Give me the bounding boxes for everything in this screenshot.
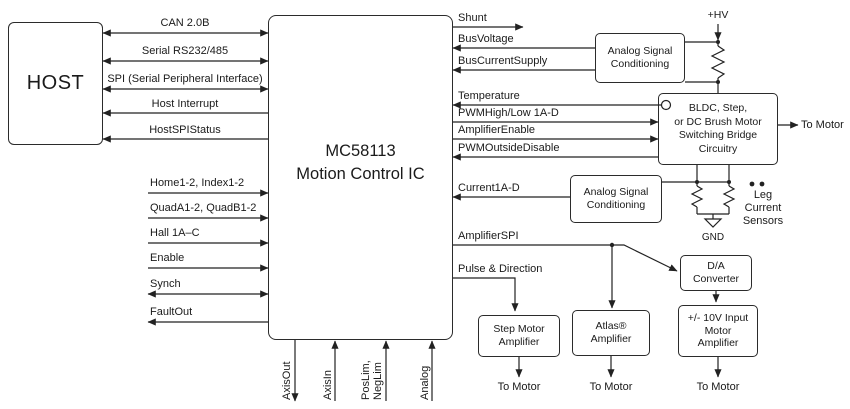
leg-current-sensor-wires	[662, 165, 736, 228]
signal-label-axisin: AxisIn	[322, 370, 334, 400]
step-motor-amplifier-block: Step Motor Amplifier	[478, 315, 560, 357]
ic-title: MC58113 Motion Control IC	[296, 141, 425, 183]
signal-label-home-index: Home1-2, Index1-2	[150, 177, 245, 189]
signal-label-spi: SPI (Serial Peripheral Interface)	[107, 73, 263, 85]
10v-input-motor-amplifier-block: +/- 10V Input Motor Amplifier	[678, 305, 758, 357]
dac-label: D/A Converter	[692, 259, 740, 286]
to-motor-label-atlas: To Motor	[589, 381, 633, 393]
signal-label-pulse-direction: Pulse & Direction	[458, 263, 543, 275]
leg-resistor-right	[722, 185, 736, 208]
leg-tap-dot-left	[695, 180, 699, 184]
step-amp-label: Step Motor Amplifier	[493, 322, 545, 349]
signal-label-serial: Serial RS232/485	[141, 45, 229, 57]
ground-symbol	[703, 218, 723, 228]
host-label: HOST	[26, 71, 85, 94]
signal-label-faultout: FaultOut	[150, 306, 193, 318]
hv-supply-wires	[685, 24, 726, 93]
signal-label-current1ad: Current1A-D	[458, 182, 520, 194]
leg-sensor-dot-1	[749, 181, 755, 187]
asc-mid-label: Analog Signal Conditioning	[583, 185, 649, 212]
signal-label-quad: QuadA1-2, QuadB1-2	[150, 202, 257, 214]
leg-tap-dot-right	[727, 180, 731, 184]
leg-sensor-dot-2	[759, 181, 765, 187]
signal-label-amplifierenable: AmplifierEnable	[458, 124, 536, 136]
leg-resistor-left	[690, 185, 704, 208]
signal-label-analog: Analog	[419, 365, 431, 400]
hv-tap-dot-bottom	[716, 80, 720, 84]
signal-label-host-interrupt: Host Interrupt	[151, 98, 219, 110]
switching-bridge-block: BLDC, Step, or DC Brush Motor Switching …	[658, 93, 778, 165]
asc-top-label: Analog Signal Conditioning	[607, 44, 673, 71]
signal-label-enable: Enable	[150, 252, 185, 264]
signal-label-pwmhighlow: PWMHigh/Low 1A-D	[458, 107, 559, 119]
signal-label-hall: Hall 1A–C	[150, 227, 200, 239]
signal-label-pwmoutsidedisable: PWMOutsideDisable	[458, 142, 560, 154]
gnd-label: GND	[701, 232, 725, 243]
v10-amp-label: +/- 10V Input Motor Amplifier	[687, 312, 749, 350]
atlas-amplifier-block: Atlas® Amplifier	[572, 310, 650, 356]
signal-label-synch: Synch	[150, 278, 181, 290]
shunt-resistor-symbol	[710, 45, 726, 79]
signal-label-busvoltage: BusVoltage	[458, 33, 514, 45]
signal-label-can: CAN 2.0B	[160, 17, 210, 29]
mc58113-ic-block: MC58113 Motion Control IC	[268, 15, 453, 340]
leg-current-sensors-label: Leg Current Sensors	[742, 189, 784, 227]
to-motor-label-v10: To Motor	[696, 381, 740, 393]
atlas-amp-label: Atlas® Amplifier	[590, 319, 632, 346]
analog-signal-conditioning-top-block: Analog Signal Conditioning	[595, 33, 685, 83]
to-motor-label-step: To Motor	[497, 381, 541, 393]
signal-label-amplifierspi: AmplifierSPI	[458, 230, 519, 242]
hv-tap-dot-top	[716, 40, 720, 44]
signal-label-poslim-neglim: PosLim, NegLim	[360, 360, 384, 400]
da-converter-block: D/A Converter	[680, 255, 752, 291]
signal-label-buscurrentsupply: BusCurrentSupply	[458, 55, 548, 67]
hv-label: +HV	[707, 9, 729, 21]
signal-label-axisout: AxisOut	[281, 361, 293, 400]
signal-label-shunt: Shunt	[458, 12, 487, 24]
amplifierspi-junction-dot	[609, 242, 615, 248]
signal-label-temperature: Temperature	[458, 90, 520, 102]
to-motor-label-bridge: To Motor	[801, 119, 844, 131]
analog-signal-conditioning-mid-block: Analog Signal Conditioning	[570, 175, 662, 223]
bridge-label: BLDC, Step, or DC Brush Motor Switching …	[674, 102, 762, 155]
signal-label-hostspistatus: HostSPIStatus	[149, 124, 221, 136]
host-block: HOST	[8, 22, 103, 145]
